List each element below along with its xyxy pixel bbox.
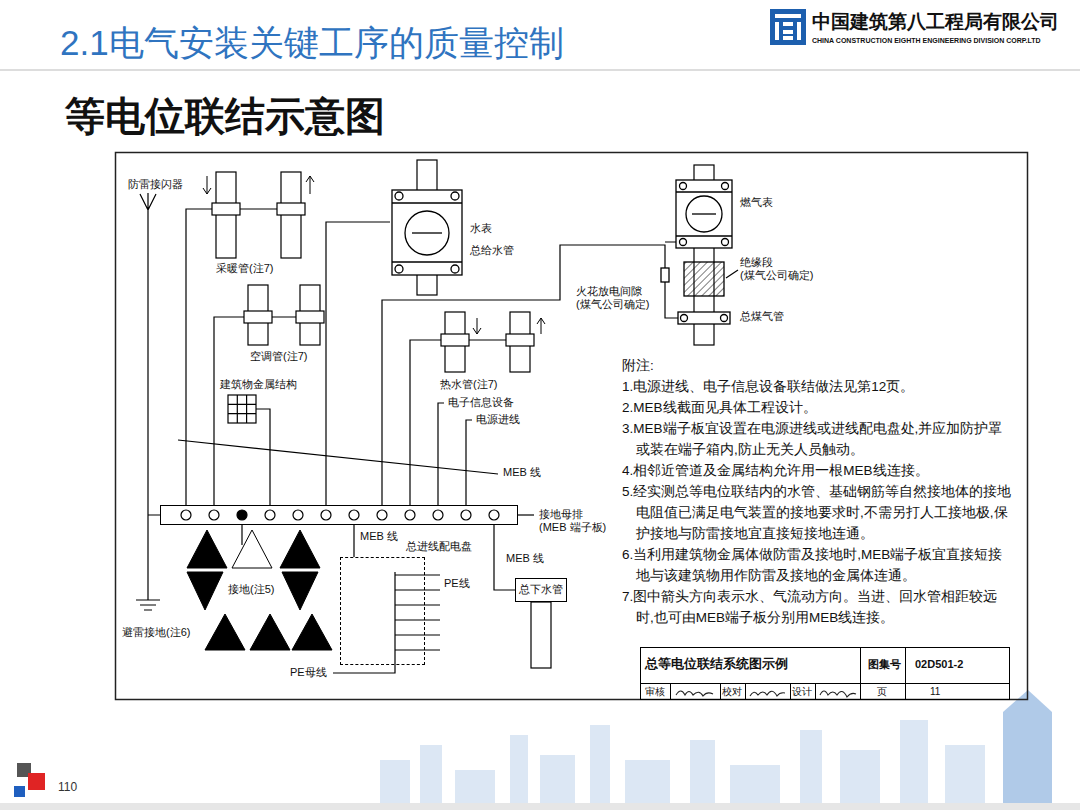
note-item: 1.电源进线、电子信息设备联结做法见第12页。 [622,376,1014,397]
note-item: 7.图中箭头方向表示水、气流动方向。当进、回水管相距较远时,也可由MEB端子板分… [622,586,1014,628]
pipe-label: 热水管(注7) [440,378,497,391]
pipe-label: 总煤气管 [740,310,784,323]
distribution-panel: 总进线配电盘 [340,557,425,665]
part-label: 建筑物金属结构 [220,378,297,391]
wire-label: PE母线 [290,666,327,679]
header-rule [0,69,1080,71]
header-title: 2.1电气安装关键工序的质量控制 [60,22,564,64]
metal-structure-grid [228,395,256,423]
note-item: 2.MEB线截面见具体工程设计。 [622,397,1014,418]
part-label: 火花放电间隙 (煤气公司确定) [576,285,656,311]
title-block-cell: 02D501-2 [915,658,963,671]
node-text: 总下水管 [519,583,563,596]
note-item: 5.经实测总等电位联结内的水管、基础钢筋等自然接地体的接地电阻值已满足电气装置的… [622,481,1014,544]
note-item: 6.当利用建筑物金属体做防雷及接地时,MEB端子板宜直接短接地与该建筑物用作防雷… [622,544,1014,586]
footer-band [0,803,1080,810]
node-text: 总进线配电盘 [406,540,472,553]
signatures [676,691,856,697]
part-label: 电源进线 [476,413,520,426]
wire-label: PE线 [444,577,470,590]
notes-block: 附注:1.电源进线、电子信息设备联结做法见第12页。2.MEB线截面见具体工程设… [622,355,1014,628]
title-block-cell: 11 [930,686,940,698]
page-number-marks [14,763,45,797]
pipe-label: 总给水管 [470,244,514,257]
title-block [640,647,1010,700]
pipe-label: 采暖管(注7) [216,262,273,275]
part-label: 电子信息设备 [448,396,514,409]
drain-pipe-box: 总下水管 [515,578,567,602]
title-block-cell: 图集号 [868,658,901,671]
meb-terminal-bar: 接地母排 (MEB 端子板) [160,505,518,525]
part-label: 绝缘段 (煤气公司确定) [740,256,822,282]
wire-label: MEB 线 [503,466,541,479]
part-label: 燃气表 [740,196,773,209]
note-item: 4.相邻近管道及金属结构允许用一根MEB线连接。 [622,460,1014,481]
node-text: 接地母排 (MEB 端子板) [539,508,610,534]
water-meter [392,190,462,275]
meb-connector [353,525,354,557]
part-label: 水表 [470,222,492,235]
slide-subtitle: 等电位联结示意图 [65,92,385,140]
foundation-rebar [187,530,332,650]
part-label: 防雷接闪器 [128,178,183,191]
connector-label: MEB 线 [360,530,398,543]
pipe-label: 空调管(注7) [250,350,307,363]
flow-arrows [203,176,545,334]
gas-meter [661,180,732,324]
company-name-en: CHINA CONSTRUCTION EIGHTH ENGINEERING DI… [812,37,1041,45]
skyline-background [380,720,985,805]
company-name: 中国建筑第八工程局有限公司 [812,11,1059,34]
tower-graphic [1003,690,1052,806]
terminal-circles [181,510,499,520]
title-block-cell: 设计 [792,686,812,698]
part-label: 避雷接地(注6) [122,626,190,639]
title-block-cell: 总等电位联结系统图示例 [645,657,788,672]
title-block-cell: 审核 [645,686,665,698]
title-block-cell: 校对 [722,686,742,698]
company-logo [770,9,806,45]
note-item: 3.MEB端子板宜设置在电源进线或进线配电盘处,并应加防护罩或装在端子箱内,防止… [622,418,1014,460]
title-block-cell: 页 [877,686,887,698]
part-label: 接地(注5) [226,583,276,596]
drawing-frame [116,153,1028,700]
page-number: 110 [58,780,77,794]
notes-heading: 附注: [622,355,1014,376]
connector-label: MEB 线 [506,552,544,565]
